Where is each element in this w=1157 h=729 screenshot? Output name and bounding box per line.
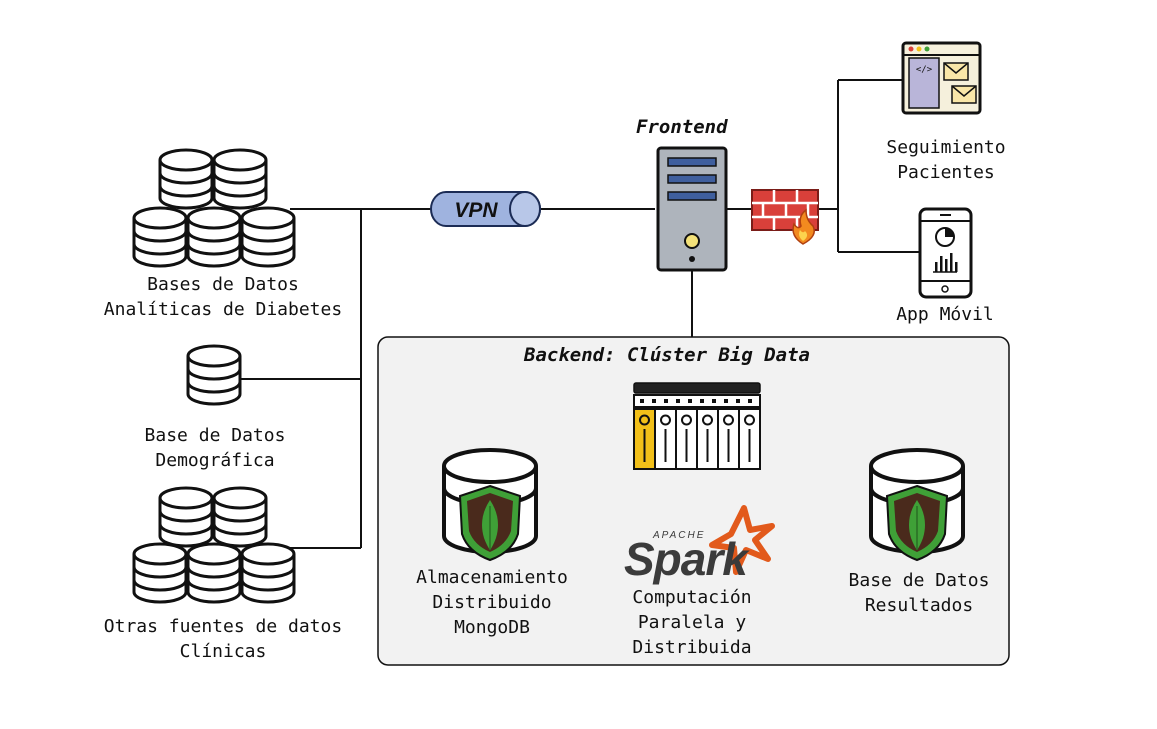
backend-panel [377, 336, 1010, 666]
demographic-database-label: Base de Datos Demográfica [144, 425, 286, 471]
svg-text:</>: </> [916, 65, 933, 75]
vpn-tunnel-icon: VPN [430, 191, 541, 227]
cluster-rack-icon [633, 382, 761, 470]
frontend-title: Frontend [636, 116, 728, 138]
diabetes-databases-label: Bases de Datos Analíticas de Diabetes [103, 274, 343, 320]
mobile-app-label: App Móvil [896, 304, 994, 325]
backend-title: Backend: Clúster Big Data [524, 344, 810, 366]
mobile-app-icon [918, 207, 973, 299]
apache-spark-logo: APACHE Spark [624, 505, 775, 585]
firewall-icon [751, 189, 819, 245]
spark-logo-small-text: APACHE [652, 530, 705, 541]
frontend-server-icon [656, 146, 728, 272]
clinical-databases-label: Otras fuentes de datos Clínicas [103, 616, 343, 662]
results-database-icon [869, 448, 965, 561]
patient-tracking-label: Seguimiento Pacientes [886, 137, 1006, 183]
demographic-database-icon [186, 344, 242, 406]
mongodb-storage-label: Almacenamiento Distribuido MongoDB [416, 567, 568, 638]
patient-tracking-app-icon: </> [901, 41, 982, 115]
diabetes-databases-icon [132, 148, 296, 268]
mongodb-storage-icon [442, 448, 538, 561]
spark-logo-text: Spark [624, 533, 750, 585]
spark-computation-label: Computación Paralela y Distribuida [632, 587, 752, 658]
results-database-label: Base de Datos Resultados [848, 570, 990, 616]
vpn-label: VPN [454, 199, 498, 222]
clinical-databases-icon [132, 486, 296, 604]
